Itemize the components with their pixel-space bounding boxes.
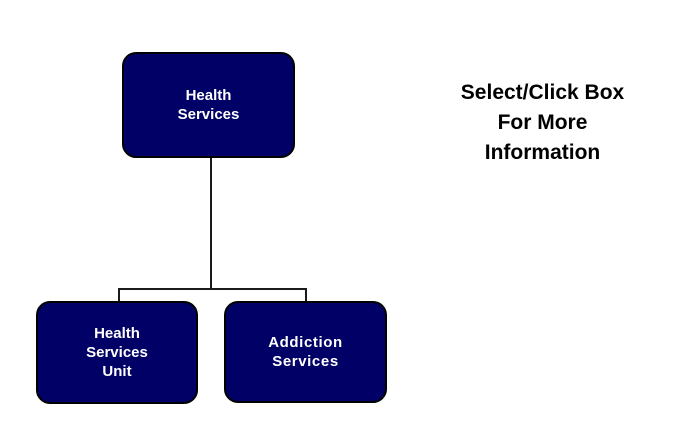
node-addiction-services[interactable]: Addiction Services: [224, 301, 387, 403]
node-health-services-label: Health Services: [177, 87, 240, 123]
instruction-line-3: Information: [484, 141, 601, 164]
node-health-services[interactable]: Health Services: [122, 52, 295, 158]
node-addiction-services-label: Addiction Services: [268, 334, 343, 370]
node-health-services-unit-label: Health Services Unit: [86, 325, 148, 380]
node-health-services-unit[interactable]: Health Services Unit: [36, 301, 198, 404]
instruction-line-2: For More: [497, 111, 588, 134]
connector-drop-left: [118, 288, 120, 302]
instruction-line-1: Select/Click Box: [460, 81, 625, 104]
connector-horizontal-bar: [118, 288, 307, 290]
connector-trunk-line: [210, 158, 212, 290]
instruction-text: Select/Click Box For More Information: [405, 78, 680, 168]
connector-drop-right: [305, 288, 307, 302]
